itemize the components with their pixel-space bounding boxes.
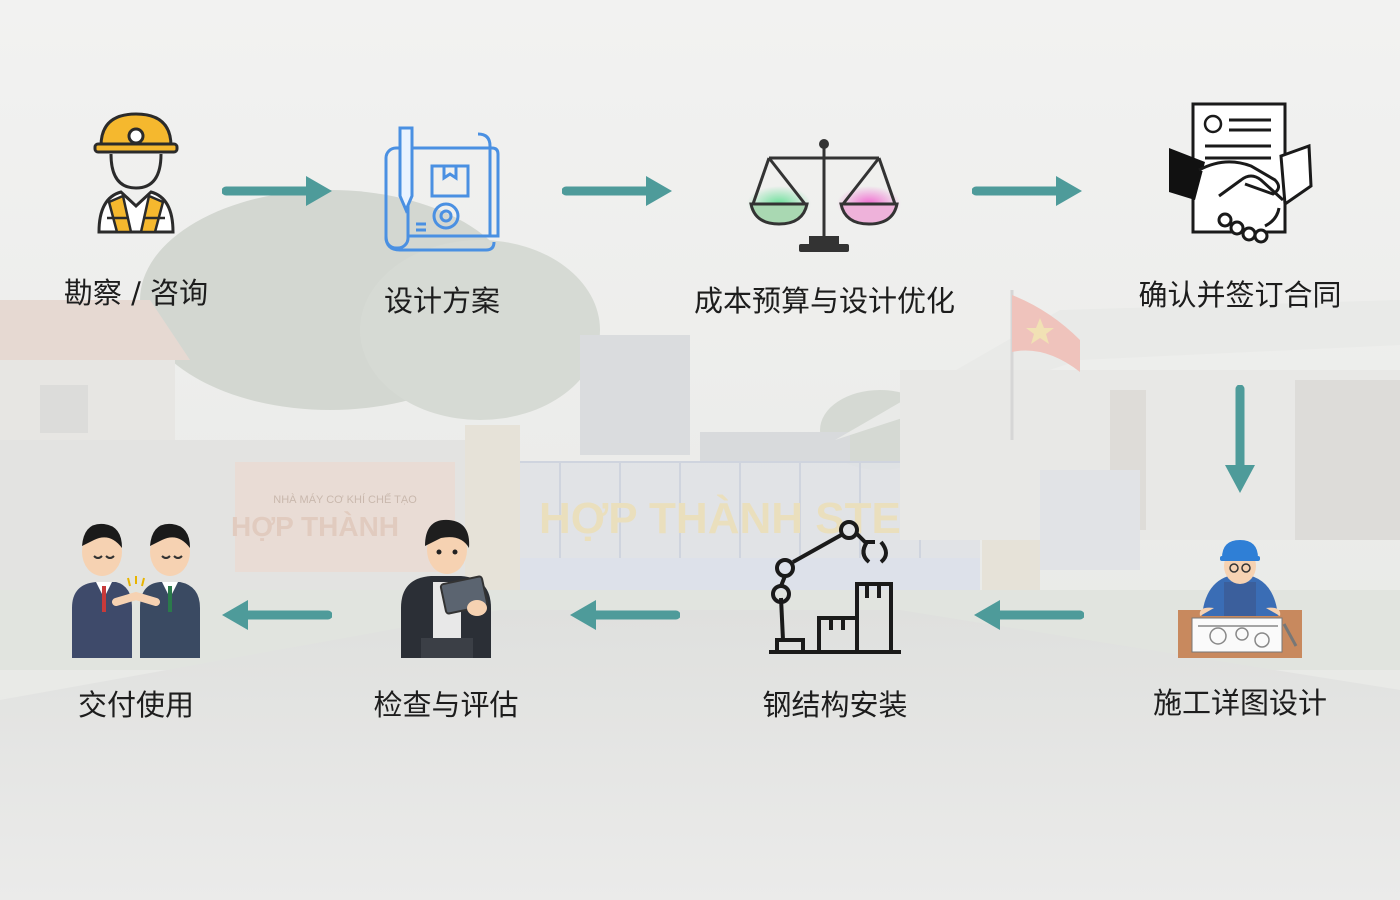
step-label: 设计方案 <box>383 284 500 318</box>
step-label: 检查与评估 <box>373 688 519 722</box>
step-label: 交付使用 <box>77 688 194 722</box>
drafter-icon <box>1178 540 1302 658</box>
step-steel-installation: 钢结构安装 <box>705 514 965 724</box>
business-handshake-icon <box>72 523 200 658</box>
inspector-tablet-icon <box>401 519 491 658</box>
step-label: 确认并签订合同 <box>1138 278 1342 312</box>
arrow-right-1 <box>222 176 332 206</box>
handshake-contract-icon <box>1169 102 1313 244</box>
arrow-left-3 <box>222 600 332 630</box>
arrow-left-2 <box>570 600 680 630</box>
step-survey: 勘察 / 咨询 <box>6 110 266 312</box>
blueprint-icon <box>384 126 500 252</box>
step-label: 施工详图设计 <box>1152 686 1327 720</box>
worker-hardhat-icon <box>93 112 179 234</box>
arrow-down <box>1225 385 1255 493</box>
balance-scale-icon <box>747 139 901 252</box>
arrow-right-3 <box>972 176 1082 206</box>
step-design-plan: 设计方案 <box>312 124 572 320</box>
arrow-right-2 <box>562 176 672 206</box>
step-label: 钢结构安装 <box>762 688 908 722</box>
background-board-line1: NHÀ MÁY CƠ KHÍ CHẾ TẠO <box>273 493 417 506</box>
step-sign-contract: 确认并签订合同 <box>1110 100 1370 314</box>
background-gate-sign: HỢP THÀNH STEEL <box>539 493 957 543</box>
step-handover: 交付使用 <box>6 512 266 724</box>
step-detail-drawing: 施工详图设计 <box>1110 536 1370 722</box>
robot-arm-icon <box>769 520 901 654</box>
background-board-line2: HỢP THÀNH <box>231 511 399 542</box>
arrow-left-1 <box>974 600 1084 630</box>
step-inspection: 检查与评估 <box>316 512 576 724</box>
step-cost-optimization: 成本预算与设计优化 <box>694 136 956 320</box>
step-label: 成本预算与设计优化 <box>694 284 956 318</box>
step-label: 勘察 / 咨询 <box>63 276 209 310</box>
